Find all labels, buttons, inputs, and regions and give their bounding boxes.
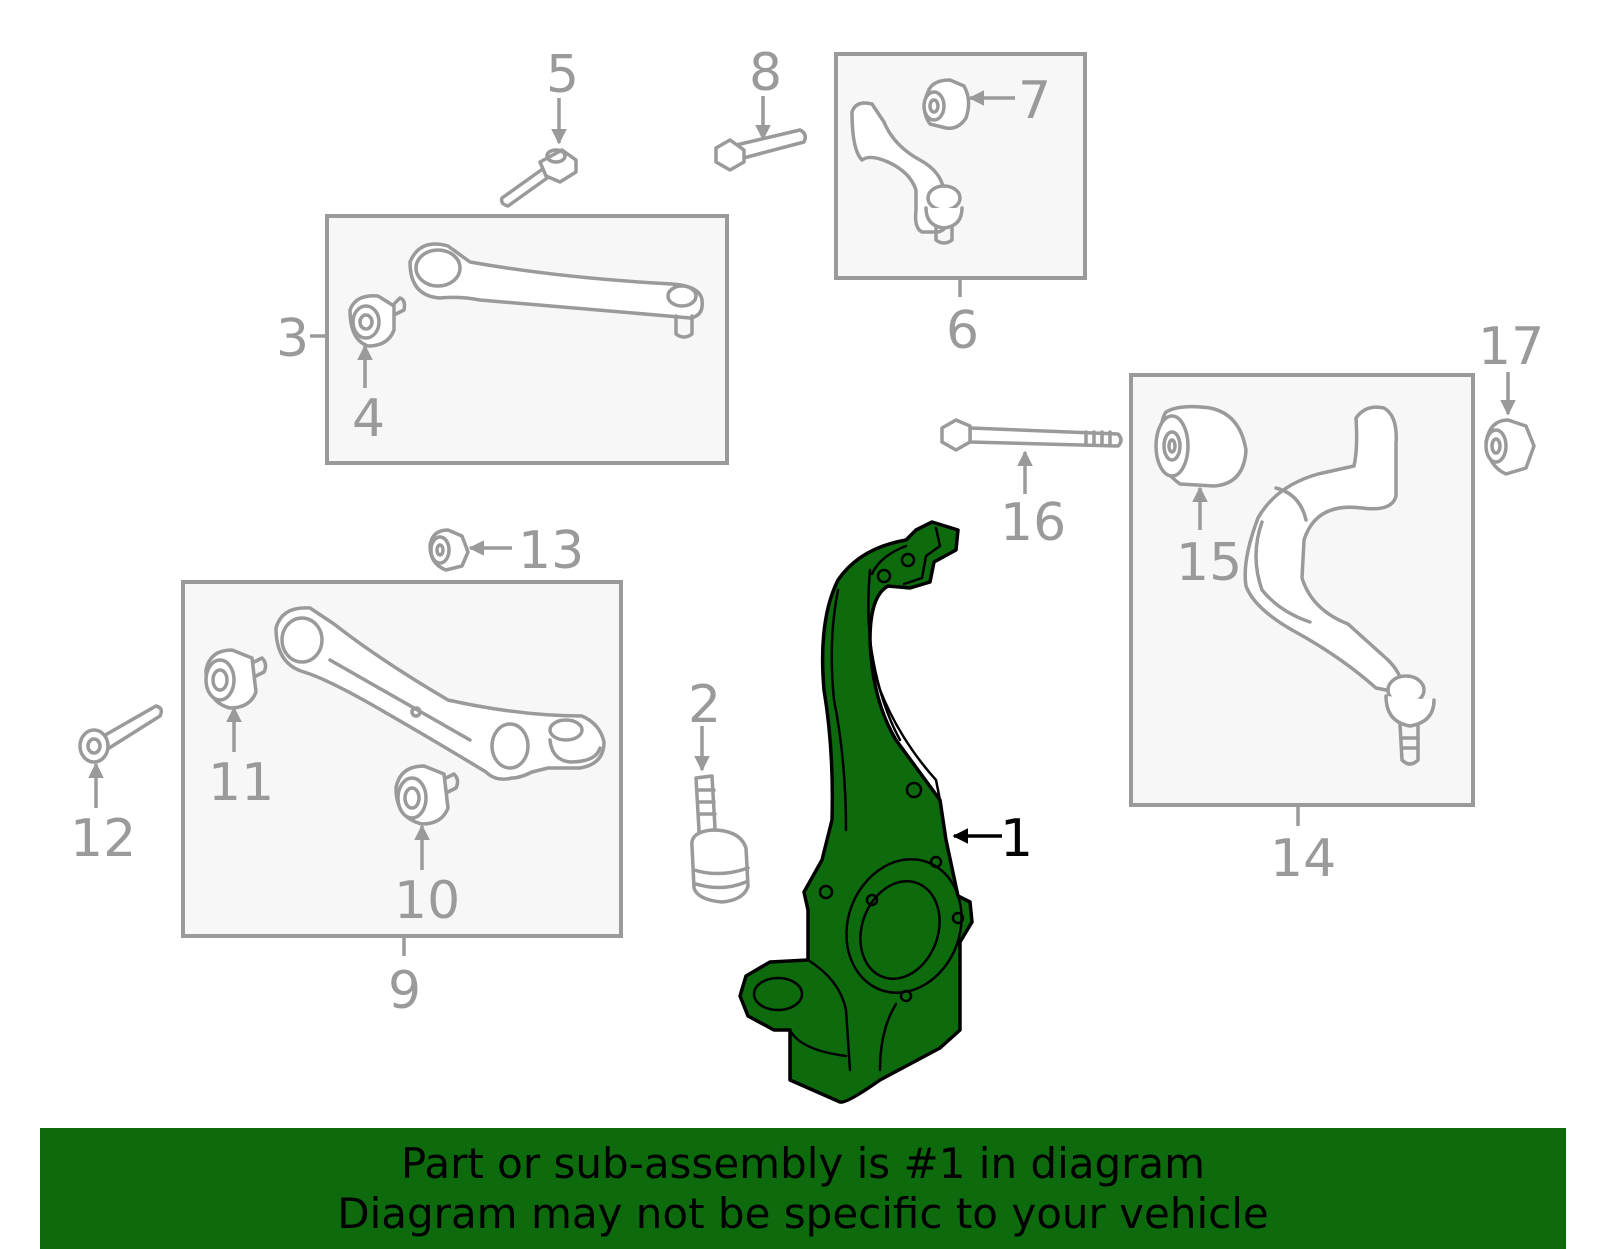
control-arm-14-drawing xyxy=(1243,405,1436,766)
nut-17-drawing xyxy=(1484,418,1536,476)
bolt-16-drawing xyxy=(940,418,1123,452)
callout-9: 9 xyxy=(388,961,421,1021)
callout-2: 2 xyxy=(688,675,721,735)
ball-joint-2-drawing xyxy=(690,774,750,904)
control-arm-3-drawing xyxy=(408,242,704,339)
callout-17: 17 xyxy=(1478,317,1544,377)
part-9-control-arm-group[interactable]: 11 10 9 xyxy=(181,580,623,1021)
callout-14: 14 xyxy=(1270,829,1336,889)
callout-1: 1 xyxy=(1000,809,1033,869)
callout-13: 13 xyxy=(518,521,584,581)
banner-background xyxy=(40,1128,1566,1249)
part-6-control-arm-group[interactable]: 7 6 xyxy=(834,52,1087,361)
callout-3: 3 xyxy=(276,309,309,369)
nut-13-drawing xyxy=(428,528,470,572)
info-banner: Part or sub-assembly is #1 in diagram Di… xyxy=(40,1128,1566,1249)
callout-15: 15 xyxy=(1176,533,1242,593)
part-1-steering-knuckle-group[interactable]: 1 xyxy=(738,520,1033,1104)
part-8-bolt-group[interactable]: 8 xyxy=(714,43,808,172)
bushing-7-drawing xyxy=(922,78,971,131)
banner-line-2: Diagram may not be specific to your vehi… xyxy=(337,1188,1269,1238)
bushing-15-drawing xyxy=(1154,404,1248,488)
callout-8: 8 xyxy=(749,43,782,103)
control-arm-9-drawing xyxy=(274,606,606,781)
bushing-11-drawing xyxy=(204,648,268,710)
part-6-box xyxy=(834,52,1087,280)
steering-knuckle-drawing xyxy=(738,520,974,1104)
callout-10: 10 xyxy=(394,871,460,931)
part-2-ball-joint-group[interactable]: 2 xyxy=(688,675,750,904)
callout-7: 7 xyxy=(1018,71,1051,131)
bolt-8-drawing xyxy=(714,128,808,172)
part-14-control-arm-group[interactable]: 15 14 xyxy=(1129,373,1475,889)
bolt-12-drawing xyxy=(78,704,164,764)
callout-4: 4 xyxy=(352,389,385,449)
callout-6: 6 xyxy=(946,301,979,361)
callout-12: 12 xyxy=(70,809,136,869)
control-arm-6-drawing xyxy=(850,101,964,245)
part-13-nut-group[interactable]: 13 xyxy=(428,521,584,581)
callout-5: 5 xyxy=(546,45,579,105)
bolt-5-drawing xyxy=(499,148,578,208)
part-3-control-arm-group[interactable]: 3 4 xyxy=(276,214,729,465)
part-12-bolt-group[interactable]: 12 xyxy=(70,704,164,869)
part-3-box xyxy=(325,214,729,465)
callout-11: 11 xyxy=(208,753,274,813)
bushing-4-drawing xyxy=(348,294,407,348)
part-17-nut-group[interactable]: 17 xyxy=(1478,317,1544,476)
part-16-bolt-group[interactable]: 16 xyxy=(940,418,1123,553)
part-5-bolt-group[interactable]: 5 xyxy=(499,45,579,208)
banner-line-1: Part or sub-assembly is #1 in diagram xyxy=(400,1138,1206,1188)
callout-16: 16 xyxy=(1000,493,1066,553)
bushing-10-drawing xyxy=(394,764,460,826)
